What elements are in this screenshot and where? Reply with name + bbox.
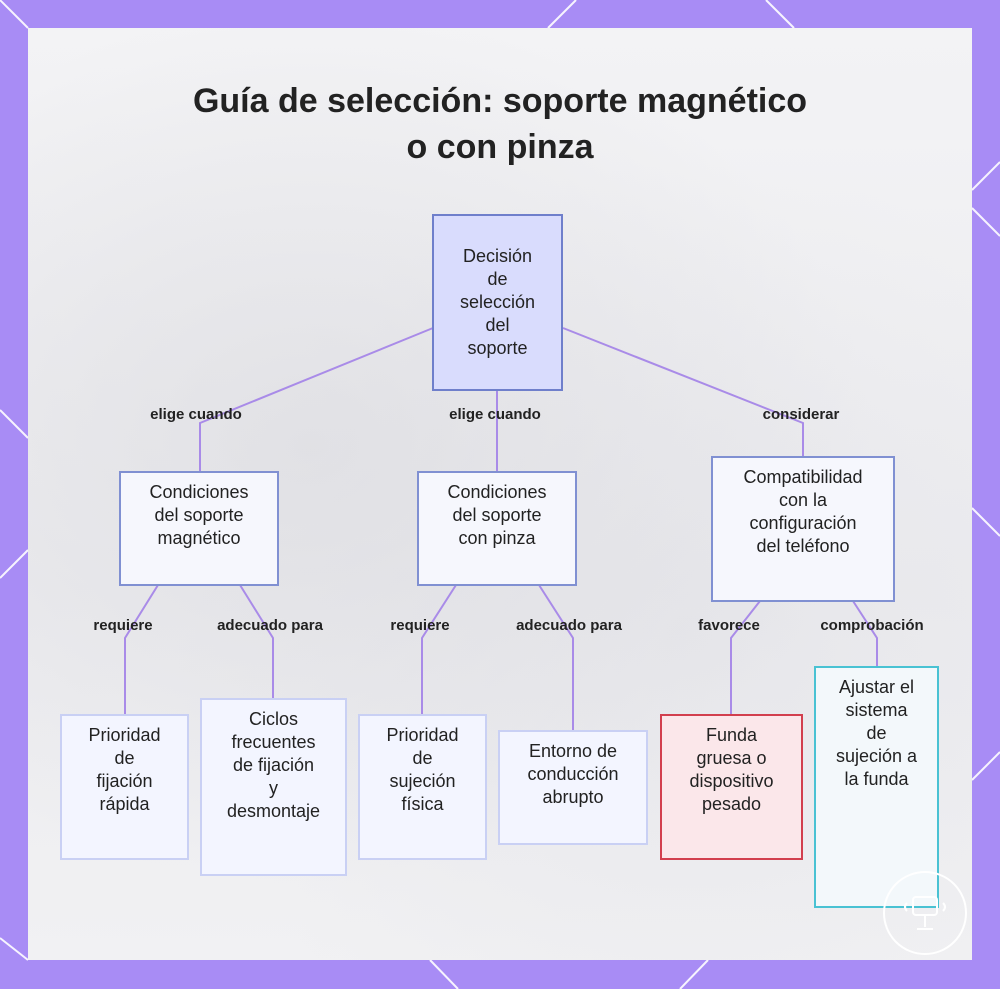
node-text: pesado <box>702 793 761 816</box>
node-clamp-conditions: Condiciones del soporte con pinza <box>417 471 577 586</box>
edge-label-clamp-suited: adecuado para <box>516 617 622 634</box>
edge-magnetic-cycles <box>240 585 273 698</box>
node-text: con la <box>779 489 827 512</box>
node-text: Compatibilidad <box>743 466 862 489</box>
node-text: Ciclos <box>249 708 298 731</box>
edge-label-consider: considerar <box>763 406 840 423</box>
edge-magnetic-quick <box>125 585 158 714</box>
node-rough-driving: Entorno de conducción abrupto <box>498 730 648 845</box>
node-text: de <box>866 722 886 745</box>
node-text: selección <box>460 291 535 314</box>
node-text: sujeción a <box>836 745 917 768</box>
node-text: Condiciones <box>447 481 546 504</box>
node-text: Funda <box>706 724 757 747</box>
node-text: del soporte <box>452 504 541 527</box>
node-text: y <box>269 777 278 800</box>
diagram-canvas: Guía de selección: soporte magnético o c… <box>28 28 972 960</box>
node-text: conducción <box>527 763 618 786</box>
node-text: configuración <box>749 512 856 535</box>
node-quick-fixing: Prioridad de fijación rápida <box>60 714 189 860</box>
node-text: sistema <box>845 699 907 722</box>
node-text: abrupto <box>542 786 603 809</box>
node-text: rápida <box>99 793 149 816</box>
edge-label-choose-clamp: elige cuando <box>449 406 541 423</box>
node-text: fijación <box>96 770 152 793</box>
edge-clamp-physical <box>422 585 456 714</box>
edge-root-compat <box>563 328 803 456</box>
node-magnetic-conditions: Condiciones del soporte magnético <box>119 471 279 586</box>
edge-label-mag-requires: requiere <box>93 617 152 634</box>
edge-clamp-rough <box>539 585 573 730</box>
node-text: Ajustar el <box>839 676 914 699</box>
node-phone-compatibility: Compatibilidad con la configuración del … <box>711 456 895 602</box>
edge-label-favors: favorece <box>698 617 760 634</box>
node-text: frecuentes <box>231 731 315 754</box>
node-text: magnético <box>157 527 240 550</box>
node-text: gruesa o <box>696 747 766 770</box>
node-text: de <box>487 268 507 291</box>
node-text: del <box>485 314 509 337</box>
node-text: Condiciones <box>149 481 248 504</box>
node-text: Entorno de <box>529 740 617 763</box>
node-heavy-case: Funda gruesa o dispositivo pesado <box>660 714 803 860</box>
node-text: dispositivo <box>689 770 773 793</box>
node-frequent-cycles: Ciclos frecuentes de fijación y desmonta… <box>200 698 347 876</box>
node-text: de <box>412 747 432 770</box>
node-root-decision: Decisión de selección del soporte <box>432 214 563 391</box>
node-text: con pinza <box>458 527 535 550</box>
node-text: Prioridad <box>88 724 160 747</box>
node-text: física <box>401 793 443 816</box>
node-text: de fijación <box>233 754 314 777</box>
node-text: de <box>114 747 134 770</box>
node-text: la funda <box>844 768 908 791</box>
edge-label-mag-suited: adecuado para <box>217 617 323 634</box>
edge-label-clamp-requires: requiere <box>390 617 449 634</box>
edge-label-check: comprobación <box>820 617 923 634</box>
node-text: del teléfono <box>756 535 849 558</box>
brand-logo-icon <box>883 871 967 955</box>
node-text: Decisión <box>463 245 532 268</box>
node-text: del soporte <box>154 504 243 527</box>
node-text: desmontaje <box>227 800 320 823</box>
node-physical-grip: Prioridad de sujeción física <box>358 714 487 860</box>
node-text: sujeción <box>389 770 455 793</box>
node-text: soporte <box>467 337 527 360</box>
edge-root-magnetic <box>200 328 433 471</box>
edge-label-choose-magnetic: elige cuando <box>150 406 242 423</box>
brand-logo-icon <box>885 873 965 953</box>
node-text: Prioridad <box>386 724 458 747</box>
